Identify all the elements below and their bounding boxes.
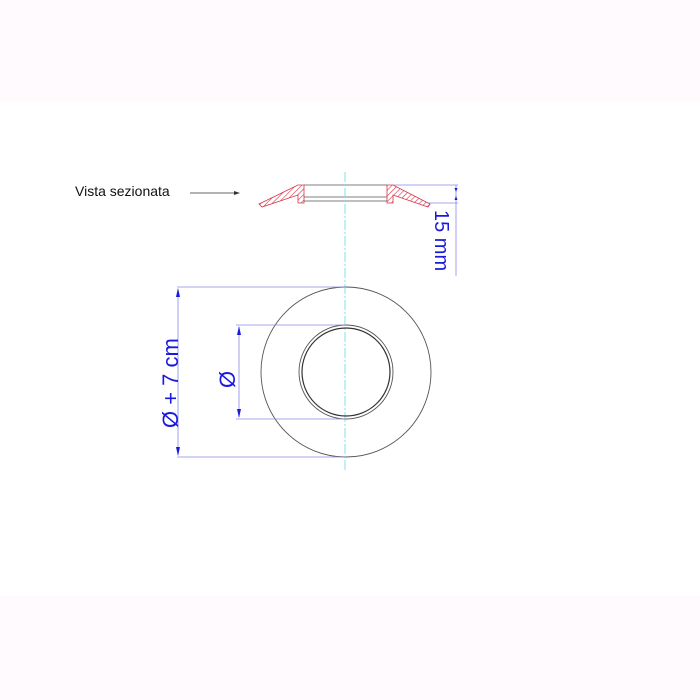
inner-diameter-dimension xyxy=(236,324,346,420)
section-view-label: Vista sezionata xyxy=(75,183,170,199)
inner-ledge-circle xyxy=(298,324,394,420)
left-flange-section xyxy=(258,184,305,208)
section-view xyxy=(190,184,431,208)
height-dimension xyxy=(393,184,458,276)
background-band-top xyxy=(0,0,700,102)
outer-diameter-dimension xyxy=(176,286,346,458)
inner-diameter-label: Ø xyxy=(215,370,240,388)
height-dimension-label: 15 mm xyxy=(430,210,452,272)
right-flange-section xyxy=(386,184,431,208)
outer-diameter-label: Ø + 7 cm xyxy=(158,338,183,428)
section-leader-arrow-icon xyxy=(234,191,240,195)
top-view xyxy=(260,286,432,458)
bore-circle xyxy=(301,327,391,417)
outer-rim-circle xyxy=(260,286,432,458)
background-band-bottom xyxy=(0,596,700,700)
